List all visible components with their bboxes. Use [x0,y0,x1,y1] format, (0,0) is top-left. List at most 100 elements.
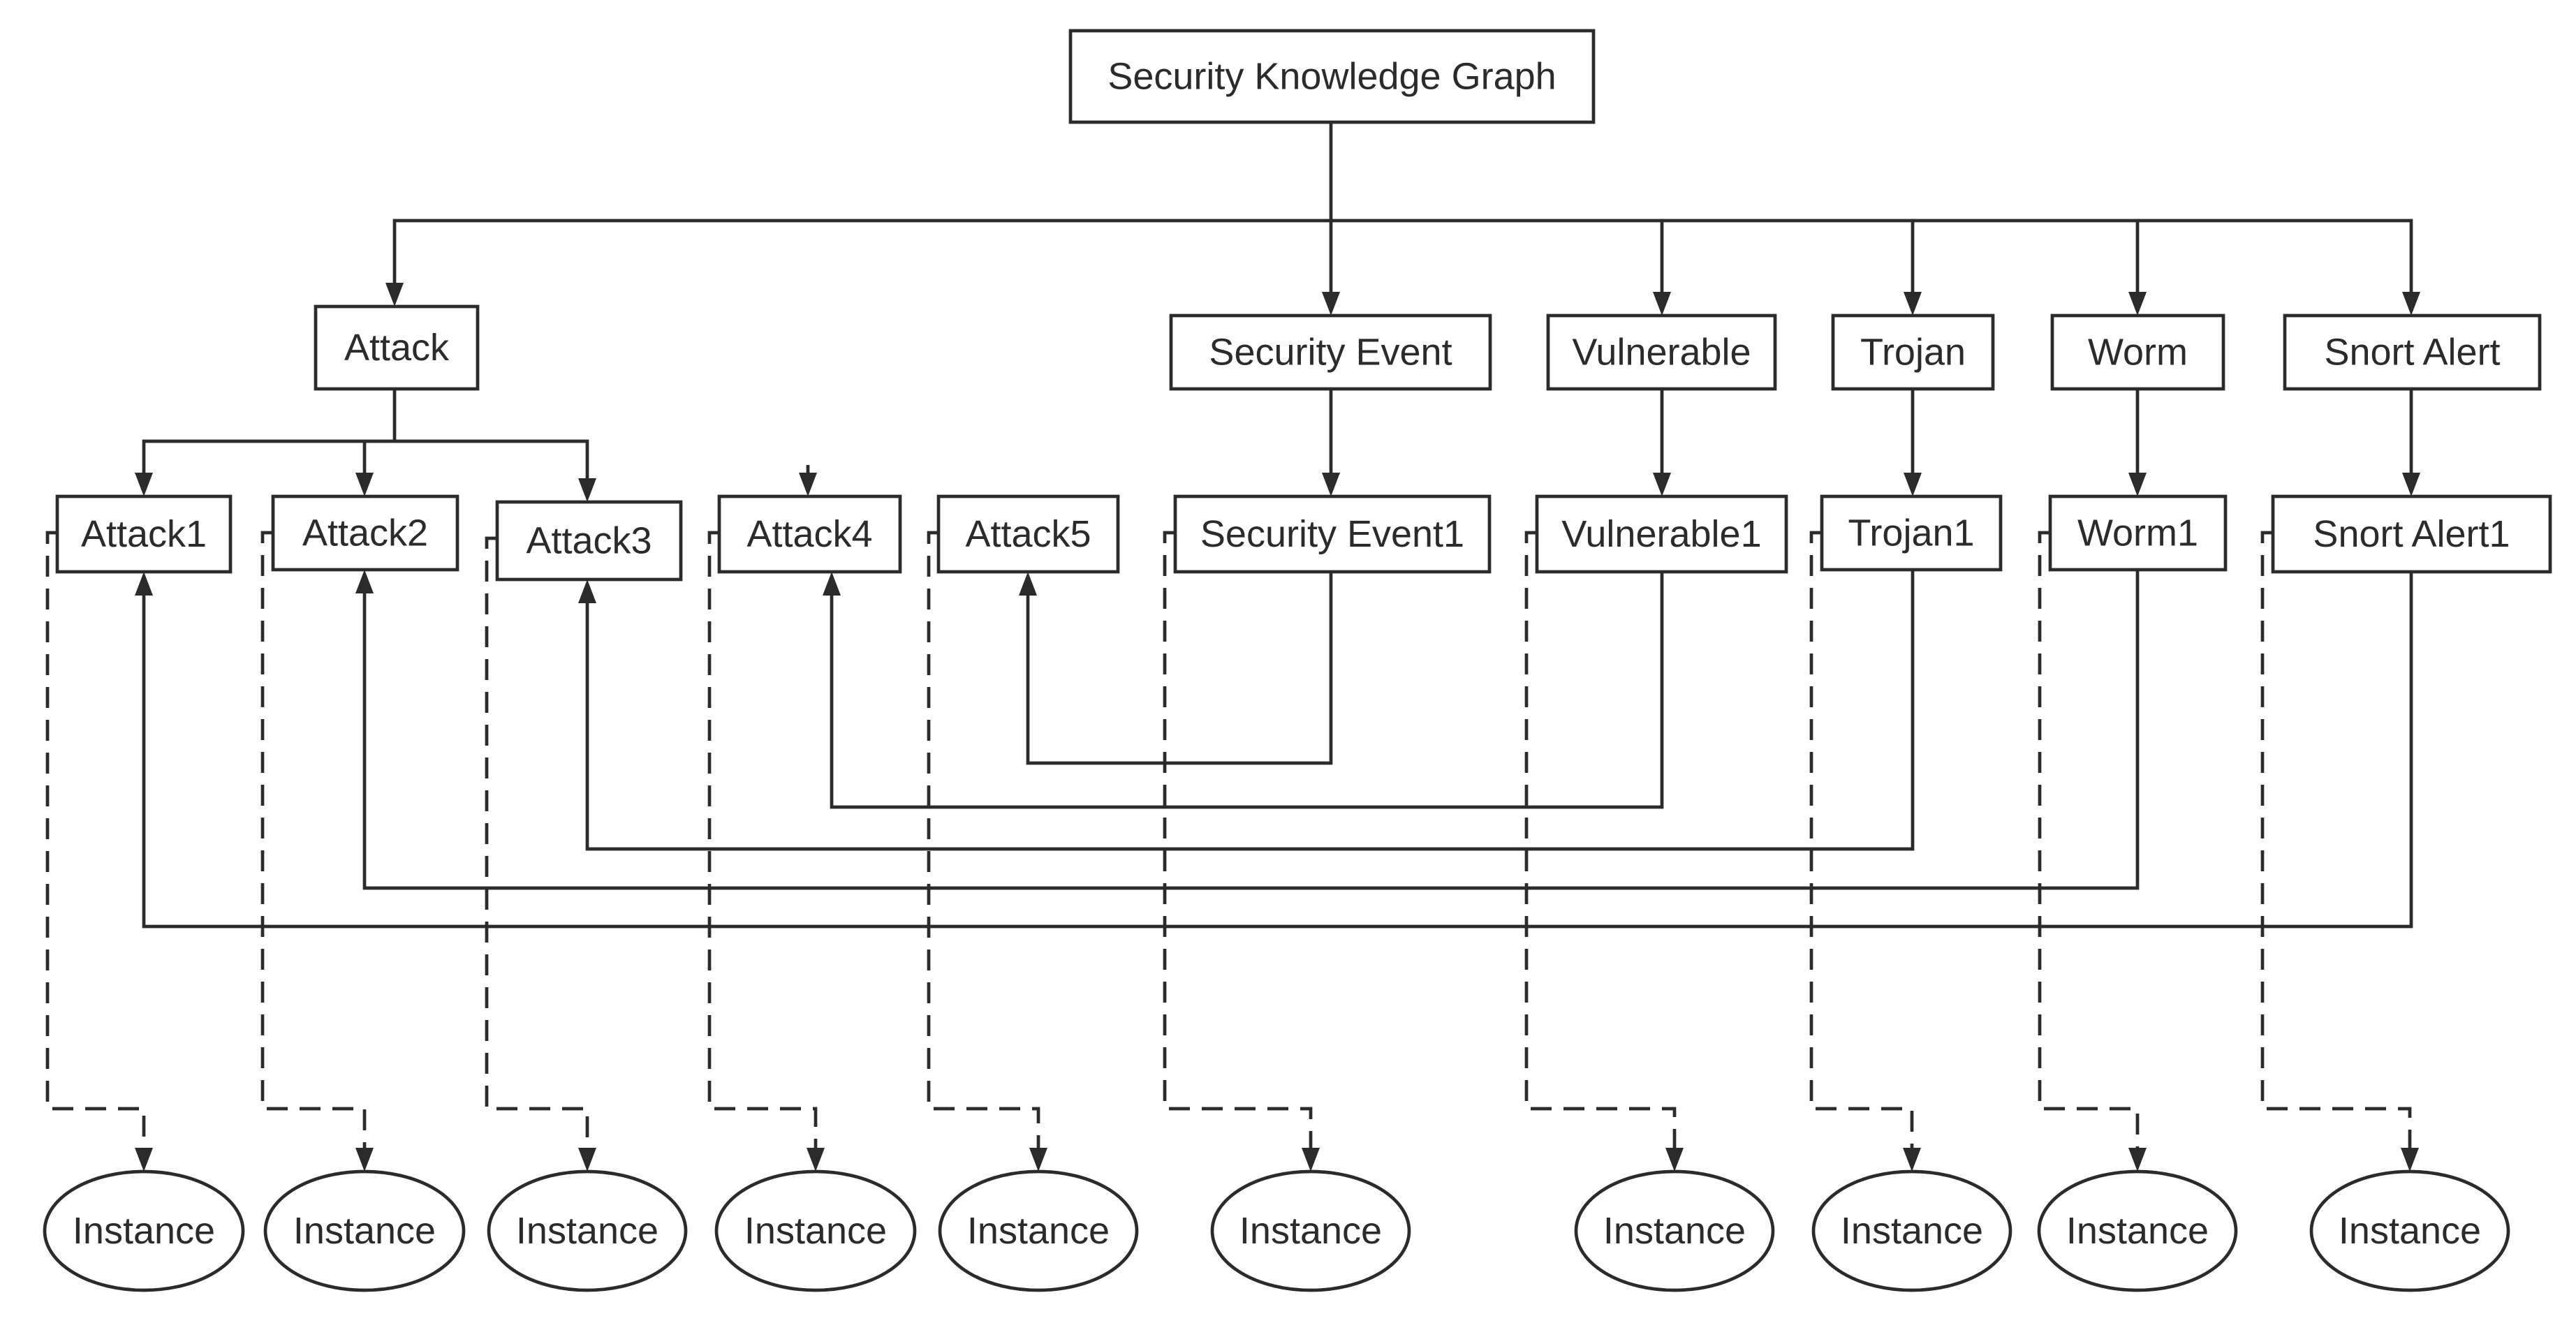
node-worm-shape [2050,313,2225,391]
node-snort-alert1-label: Snort Alert1 [2313,513,2510,555]
node-instance-worm1-label: Instance [2066,1210,2209,1252]
node-attack2-shape [271,494,459,572]
edge-attack-to-attack1 [135,389,397,496]
node-worm: Worm [2050,313,2225,391]
node-instance-attack3: Instance [487,1169,688,1292]
edge-security-event1-to-attack5 [1019,572,1333,765]
edge-attack-to-attack2-arrowhead [355,473,374,496]
node-instance-attack4-label: Instance [744,1210,887,1252]
node-instance-attack5-shape [938,1169,1139,1292]
node-vulnerable: Vulnerable [1546,313,1777,391]
node-attack: Attack [314,304,480,391]
edge-attack3-to-instance-arrowhead [578,1148,596,1172]
node-attack-label: Attack [344,327,450,369]
node-instance-attack1-shape [43,1169,245,1292]
edge-security-event1-to-instance [1163,531,1320,1172]
edge-trojan1-to-instance [1809,531,1921,1172]
node-instance-security-event1-shape [1210,1169,1411,1292]
node-security-event1-label: Security Event1 [1200,513,1464,555]
edge-attack3-to-instance [485,536,596,1172]
node-instance-vulnerable1-shape [1574,1169,1775,1292]
node-snort-alert1: Snort Alert1 [2271,494,2552,574]
node-trojan-shape [1831,313,1995,391]
edge-root-to-trojan-arrowhead [1904,292,1922,316]
node-instance-worm1: Instance [2037,1169,2238,1292]
node-instance-attack3-label: Instance [516,1210,658,1252]
node-worm-label: Worm [2088,332,2188,374]
edge-vulnerable1-to-instance-arrowhead [1665,1148,1684,1172]
edge-attack2-to-instance [260,531,374,1172]
node-trojan: Trojan [1831,313,1995,391]
node-instance-security-event1: Instance [1210,1169,1411,1292]
edge-snort-alert1-to-attack1-line [142,572,2413,929]
node-instance-snort-alert1: Instance [2309,1169,2510,1292]
node-instance-attack2-shape [263,1169,466,1292]
edge-attack4-to-instance [707,531,825,1172]
edge-attack4-to-instance-line [707,531,818,1158]
node-instance-snort-alert1-label: Instance [2339,1210,2481,1252]
edge-security-event1-to-attack5-line [1026,572,1333,765]
edge-root-to-security-event-arrowhead [1322,292,1340,316]
edge-vulnerable1-to-instance [1524,531,1684,1172]
node-attack4-shape [717,494,902,574]
node-instance-trojan1-shape [1811,1169,2012,1292]
node-worm1-shape [2048,494,2228,572]
edge-attack-to-attack1-line [142,389,397,482]
edge-root-to-vulnerable-arrowhead [1653,292,1671,316]
edge-trojan-to-trojan1 [1904,389,1922,496]
node-attack5-label: Attack5 [965,513,1091,555]
node-trojan-label: Trojan [1860,332,1966,374]
edge-root-to-worm-arrowhead [2128,292,2147,316]
edge-attack1-to-instance-line [45,531,146,1158]
edge-worm1-to-attack2-line [362,570,2140,890]
edge-root-to-snort-alert [2137,219,2420,316]
node-instance-attack3-shape [487,1169,688,1292]
node-instance-vulnerable1-label: Instance [1603,1210,1746,1252]
edge-attack-to-attack2 [355,441,374,496]
node-attack5: Attack5 [936,494,1120,574]
node-vulnerable-label: Vulnerable [1572,332,1751,374]
edge-attack-to-attack4-arrowhead [799,473,817,496]
edge-vulnerable1-to-attack4 [823,572,1664,809]
node-attack2-label: Attack2 [302,512,428,554]
node-instance-attack5-label: Instance [967,1210,1110,1252]
edge-trojan1-to-attack3-arrowhead [578,579,596,603]
edge-worm1-to-attack2-arrowhead [355,570,374,593]
edge-attack-to-attack3-line [395,439,589,488]
node-security-event: Security Event [1169,313,1492,391]
edge-vulnerable-to-vulnerable1 [1653,389,1671,496]
edge-worm-to-worm1 [2128,389,2147,496]
edge-snort-alert1-to-instance-line [2260,531,2412,1158]
edge-trojan-to-trojan1-arrowhead [1904,473,1922,496]
edge-attack-to-attack3-arrowhead [578,478,596,502]
node-snort-alert-label: Snort Alert [2324,332,2500,374]
node-attack-shape [314,304,480,391]
node-instance-attack1-label: Instance [73,1210,215,1252]
node-vulnerable1-shape [1535,494,1788,574]
edge-trojan1-to-instance-arrowhead [1903,1148,1921,1172]
edge-vulnerable-to-vulnerable1-arrowhead [1653,473,1671,496]
edge-attack5-to-instance-line [927,531,1040,1158]
edge-security-event1-to-attack5-arrowhead [1019,572,1037,596]
edge-attack1-to-instance [45,531,153,1172]
edge-root-to-vulnerable [1331,219,1671,316]
node-attack4-label: Attack4 [746,513,872,555]
node-instance-vulnerable1: Instance [1574,1169,1775,1292]
edge-root-to-worm-line [1913,219,2140,302]
node-attack3-label: Attack3 [526,520,652,562]
edge-root-to-attack-line [392,122,1333,293]
edge-attack5-to-instance-arrowhead [1029,1148,1047,1172]
node-security-event1: Security Event1 [1173,494,1492,574]
edge-root-to-vulnerable-line [1331,219,1664,302]
edge-snort-alert-to-snort-alert1 [2402,389,2420,496]
node-attack1-label: Attack1 [81,513,207,555]
node-snort-alert: Snort Alert [2283,313,2542,391]
node-instance-snort-alert1-shape [2309,1169,2510,1292]
node-security-event-label: Security Event [1209,332,1452,374]
edge-attack-to-attack4 [799,465,817,496]
edge-snort-alert1-to-instance-arrowhead [2401,1148,2419,1172]
node-security-knowledge-graph-label: Security Knowledge Graph [1107,56,1556,98]
node-instance-attack1: Instance [43,1169,245,1292]
